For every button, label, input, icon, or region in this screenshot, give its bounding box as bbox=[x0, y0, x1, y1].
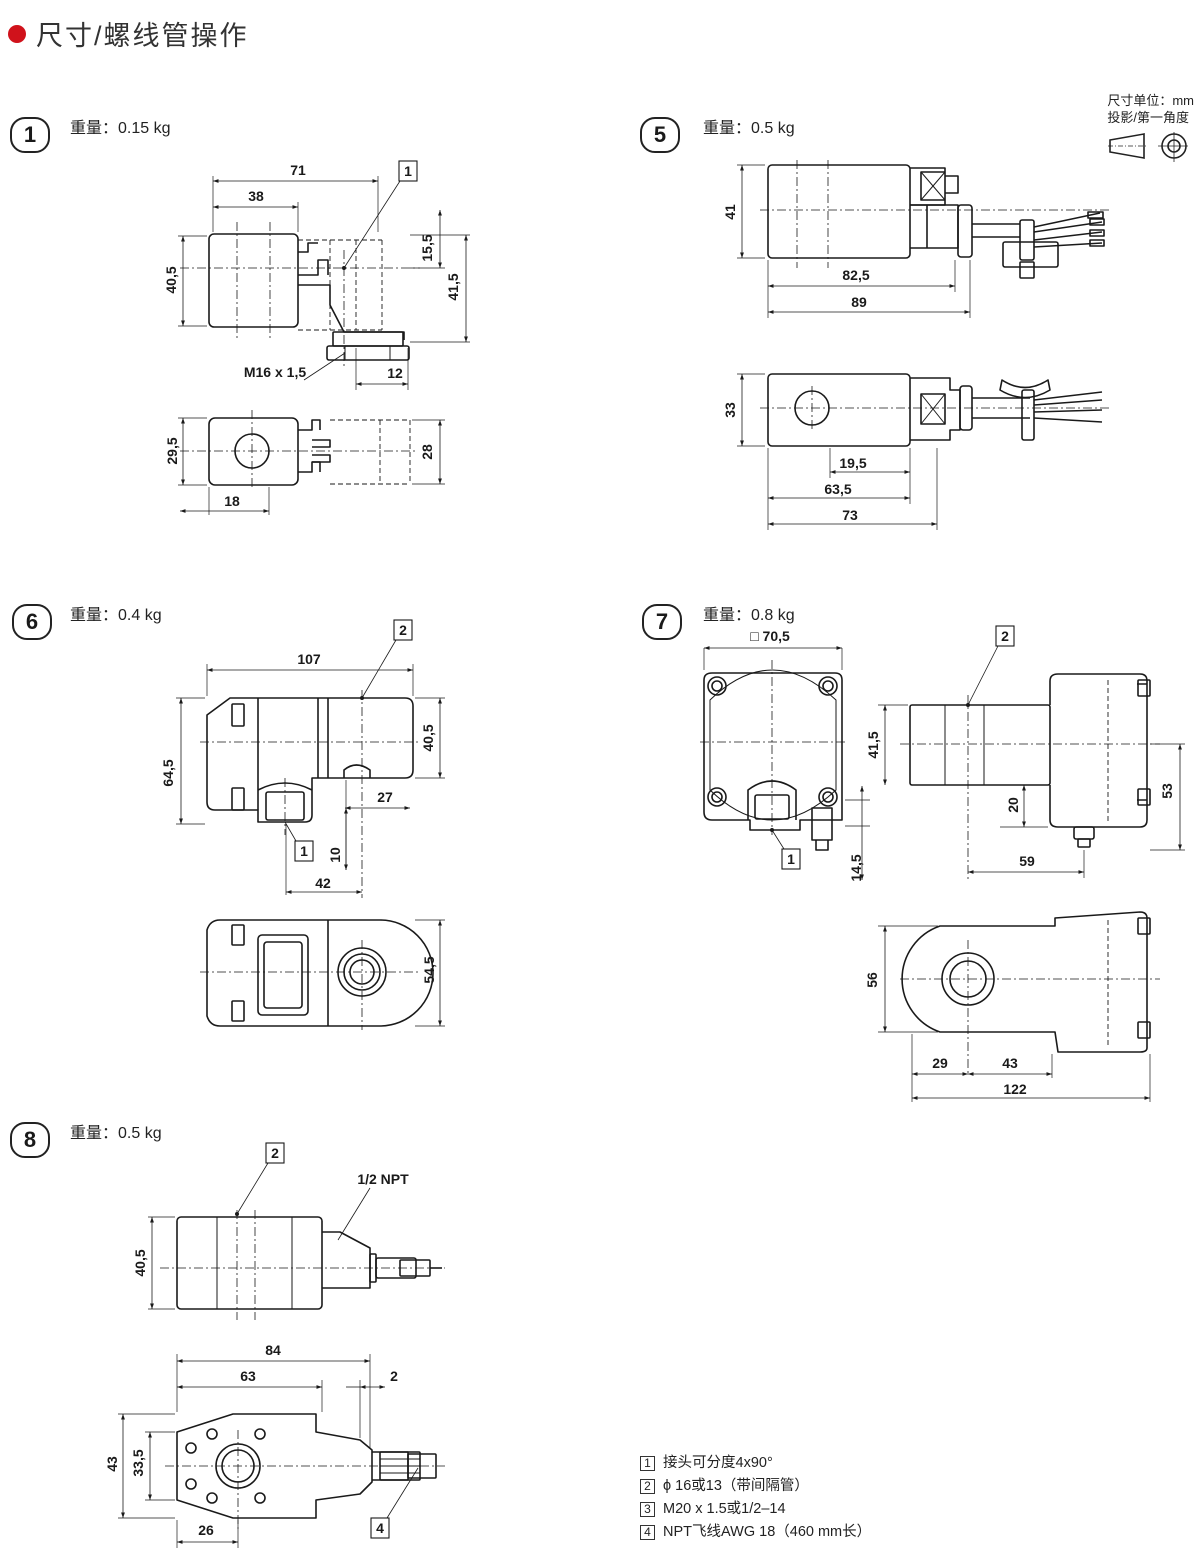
legend-number: 3 bbox=[640, 1502, 655, 1517]
dimension-label: 29,5 bbox=[164, 437, 180, 464]
dimension-label: 19,5 bbox=[839, 455, 866, 471]
section-5-weight: 重量：0.5 kg bbox=[703, 120, 795, 137]
dimension-label: 53 bbox=[1159, 783, 1175, 799]
dimension-label: 43 bbox=[104, 1456, 120, 1472]
dimension-label: 41 bbox=[722, 204, 738, 220]
section-badge-8: 8 bbox=[10, 1122, 50, 1158]
dimension-label: 12 bbox=[387, 365, 403, 381]
dimension-label: 18 bbox=[224, 493, 240, 509]
dimension-label: 27 bbox=[377, 789, 393, 805]
legend-item: 4 NPT飞线AWG 18（460 mm长） bbox=[640, 1521, 871, 1544]
legend-item: 2 ϕ 16或13（带间隔管） bbox=[640, 1475, 871, 1498]
callout-number: 2 bbox=[271, 1145, 279, 1161]
dimension-label: 73 bbox=[842, 507, 858, 523]
dimension-label: 40,5 bbox=[163, 266, 179, 293]
legend-number: 1 bbox=[640, 1456, 655, 1471]
legend-text: ϕ 16或13（带间隔管） bbox=[663, 1478, 809, 1494]
legend-item: 1 接头可分度4x90° bbox=[640, 1452, 871, 1475]
dimension-label: M16 x 1,5 bbox=[244, 364, 306, 380]
section-8-weight: 重量：0.5 kg bbox=[70, 1125, 162, 1142]
section-badge-6: 6 bbox=[12, 604, 52, 640]
callout-number: 4 bbox=[376, 1520, 384, 1536]
dimension-label: 41,5 bbox=[445, 273, 461, 300]
section-7-weight: 重量：0.8 kg bbox=[703, 607, 795, 624]
page-title: 尺寸/螺线管操作 bbox=[36, 21, 249, 51]
header-bullet-icon bbox=[8, 24, 26, 43]
dimension-label: 10 bbox=[327, 847, 343, 863]
dimension-label: 43 bbox=[1002, 1055, 1018, 1071]
page-header: 尺寸/螺线管操作 bbox=[8, 14, 249, 53]
units-note: 尺寸单位：mm 投影/第一角度 bbox=[1107, 92, 1194, 126]
dimension-label: 33,5 bbox=[130, 1449, 146, 1476]
callout-box-2 bbox=[393, 619, 413, 641]
dimension-label: 2 bbox=[390, 1368, 398, 1384]
callout-number: 1 bbox=[404, 163, 412, 179]
dimension-label: 41,5 bbox=[865, 731, 881, 758]
legend-text: 接头可分度4x90° bbox=[663, 1455, 773, 1471]
dimension-label: 1/2 NPT bbox=[357, 1171, 409, 1187]
dimension-label: 84 bbox=[265, 1342, 281, 1358]
projection-line: 投影/第一角度 bbox=[1107, 110, 1189, 125]
legend-number: 2 bbox=[640, 1479, 655, 1494]
section-badge-7: 7 bbox=[642, 604, 682, 640]
callout-number: 1 bbox=[300, 843, 308, 859]
callout-box-2 bbox=[995, 625, 1015, 647]
units-line: 尺寸单位：mm bbox=[1107, 93, 1194, 108]
legend-text: M20 x 1.5或1/2–14 bbox=[663, 1501, 786, 1517]
callout-number: 2 bbox=[399, 622, 407, 638]
callout-box-1 bbox=[294, 840, 314, 862]
dimension-label: 38 bbox=[248, 188, 264, 204]
callout-number: 1 bbox=[787, 851, 795, 867]
dimension-label: 71 bbox=[290, 162, 306, 178]
callout-box-1 bbox=[398, 160, 418, 182]
dimension-label: 64,5 bbox=[160, 759, 176, 786]
callout-box-4 bbox=[370, 1517, 390, 1539]
dimension-label: 89 bbox=[851, 294, 867, 310]
dimension-label: 40,5 bbox=[420, 724, 436, 751]
callout-box-1 bbox=[781, 848, 801, 870]
dimension-label: 15,5 bbox=[419, 234, 435, 261]
section-6-weight: 重量：0.4 kg bbox=[70, 607, 162, 624]
legend: 1 接头可分度4x90° 2 ϕ 16或13（带间隔管） 3 M20 x 1.5… bbox=[640, 1452, 871, 1544]
dimension-label: 107 bbox=[297, 651, 321, 667]
section-1-weight: 重量：0.15 kg bbox=[70, 120, 171, 137]
dimension-label: 59 bbox=[1019, 853, 1035, 869]
dimension-label: 20 bbox=[1005, 797, 1021, 813]
callout-number: 2 bbox=[1001, 628, 1009, 644]
dimension-label: 63 bbox=[240, 1368, 256, 1384]
dimension-label: 40,5 bbox=[132, 1249, 148, 1276]
dimension-label: 28 bbox=[419, 444, 435, 460]
dimension-label: 122 bbox=[1003, 1081, 1027, 1097]
dimension-label: 33 bbox=[722, 402, 738, 418]
section-badge-5: 5 bbox=[640, 117, 680, 153]
first-angle-projection-icon bbox=[1108, 132, 1188, 162]
dimension-label: 14,5 bbox=[848, 854, 864, 881]
dimension-label: 29 bbox=[932, 1055, 948, 1071]
dimension-label: 63,5 bbox=[824, 481, 851, 497]
dimension-label: 82,5 bbox=[842, 267, 869, 283]
dimension-label: 54,5 bbox=[421, 956, 437, 983]
callout-box-2 bbox=[265, 1142, 285, 1164]
dimension-label: 56 bbox=[864, 972, 880, 988]
section-badge-1: 1 bbox=[10, 117, 50, 153]
dimension-label: 42 bbox=[315, 875, 331, 891]
legend-text: NPT飞线AWG 18（460 mm长） bbox=[663, 1524, 872, 1540]
legend-item: 3 M20 x 1.5或1/2–14 bbox=[640, 1498, 871, 1521]
dimension-label: 26 bbox=[198, 1522, 214, 1538]
dimension-label: □ 70,5 bbox=[750, 628, 790, 644]
legend-number: 4 bbox=[640, 1525, 655, 1540]
